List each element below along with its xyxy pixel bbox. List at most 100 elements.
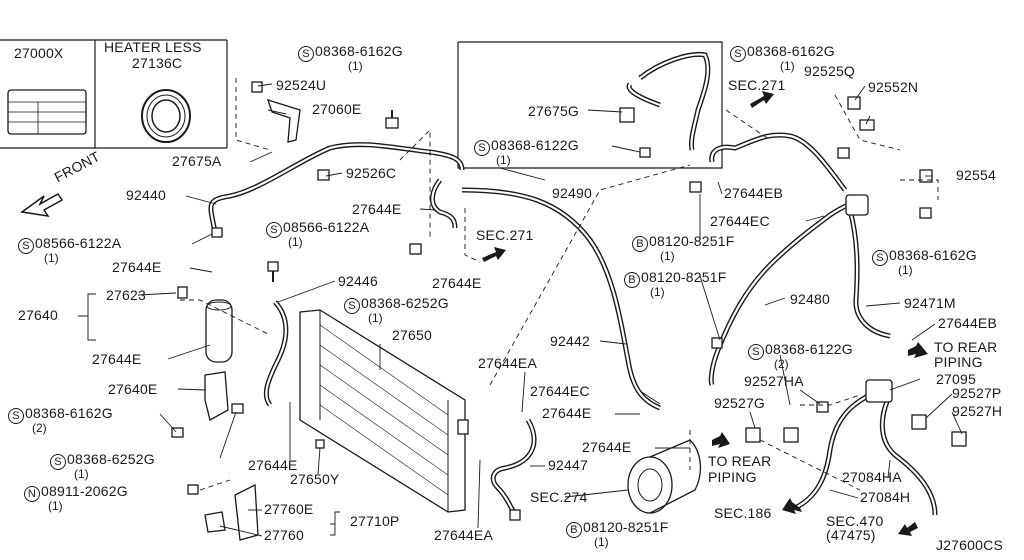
ref-sec274: SEC.274 [530, 489, 588, 505]
ref-to-rear-right-2: PIPING [934, 354, 983, 370]
fastener-qty: (1) [780, 59, 795, 73]
part-27644e-cond: 27644E [248, 457, 298, 473]
part-92526c: 92526C [346, 165, 397, 181]
compressor-icon [627, 439, 702, 514]
part-92524u: 92524U [276, 77, 327, 93]
part-27650: 27650 [392, 327, 432, 343]
part-27710p: 27710P [350, 513, 400, 529]
fastener-qty: (1) [660, 249, 675, 263]
part-27084h: 27084H [860, 489, 911, 505]
fastener-qty: (1) [496, 153, 511, 167]
bolts [171, 110, 932, 521]
part-27644e-mid: 27644E [432, 275, 482, 291]
part-27640e: 27640E [108, 381, 158, 397]
part-92446: 92446 [338, 273, 378, 289]
fastener-code-icon: S [748, 344, 764, 360]
heater-less-part: 27136C [132, 55, 183, 71]
part-27644ec-lower: 27644EC [530, 383, 590, 399]
ref-sec186: SEC.186 [714, 505, 772, 521]
fastener-qty: (1) [288, 235, 303, 249]
pipe-27084h [793, 392, 872, 511]
label-sticker-icon [7, 89, 87, 135]
bracket-27760e [204, 483, 259, 541]
pipe-92442 [461, 187, 662, 411]
part-92527ha: 92527HA [744, 373, 804, 389]
fastener-qty: (1) [74, 467, 89, 481]
part-27644eb-upper: 27644EB [724, 185, 784, 201]
part-27650y: 27650Y [290, 471, 340, 487]
ref-arrows [482, 91, 928, 536]
fastener-qty: (2) [32, 421, 47, 435]
part-27095: 27095 [936, 371, 976, 387]
part-27644ea-upper: 27644EA [478, 355, 538, 371]
part-92552n: 92552N [868, 79, 919, 95]
ref-sec271-right: SEC.271 [728, 77, 786, 93]
ref-sec470-sub: (47475) [826, 527, 876, 543]
part-27084ha: 27084HA [842, 469, 902, 485]
ref-sec271-left: SEC.271 [476, 227, 534, 243]
fastener-code-icon: S [18, 238, 34, 254]
fastener-qty: (1) [650, 285, 665, 299]
heater-less-title: HEATER LESS [104, 39, 202, 55]
receiver-drier-27640 [205, 299, 233, 363]
part-92490: 92490 [552, 185, 592, 201]
pipe-27644e-center [430, 178, 458, 229]
grommet-icon [141, 89, 191, 143]
front-arrow-icon [20, 193, 64, 218]
fastener-code-icon: S [872, 250, 888, 266]
fastener-code-icon: S [298, 46, 314, 62]
part-27760e: 27760E [264, 501, 314, 517]
fastener-qty: (1) [368, 311, 383, 325]
fastener-code-icon: B [566, 522, 582, 538]
pipe-92490 [626, 51, 711, 151]
fastener-code-icon: S [730, 46, 746, 62]
part-27675a: 27675A [172, 153, 222, 169]
part-92447: 92447 [548, 457, 588, 473]
part-27675g: 27675G [528, 103, 580, 119]
ref-sec470: SEC.470 [826, 513, 884, 529]
part-27623: 27623 [106, 287, 146, 303]
part-27644ec-upper: 27644EC [710, 213, 770, 229]
fastener-qty: (1) [898, 263, 913, 277]
leader-lines [78, 83, 963, 537]
valve-block-27095 [845, 194, 893, 403]
fastener-code-icon: S [344, 298, 360, 314]
pipe-27084ha [879, 393, 938, 516]
fastener-qty: (1) [348, 59, 363, 73]
label-box-part: 27000X [14, 45, 64, 61]
fastener-code-icon: B [632, 236, 648, 252]
condenser-27650 [299, 309, 466, 513]
part-27644e-drier: 27644E [92, 351, 142, 367]
fastener-code-icon: N [24, 486, 40, 502]
fastener-qty: (1) [48, 499, 63, 513]
fastener-code-icon: S [50, 454, 66, 470]
fastener-code-icon: B [624, 272, 640, 288]
ref-to-rear-left-1: TO REAR [708, 453, 772, 469]
pipe-92446 [263, 300, 289, 407]
part-92527g: 92527G [714, 395, 766, 411]
fastener-code-icon: S [266, 222, 282, 238]
part-92442: 92442 [550, 333, 590, 349]
inset-frame [457, 41, 723, 181]
label-box-frame [0, 39, 228, 149]
pipe-92440 [208, 142, 465, 233]
part-27644ea-lower: 27644EA [434, 527, 494, 543]
fastener-qty: (1) [44, 251, 59, 265]
part-92527h: 92527H [952, 403, 1003, 419]
part-92527p: 92527P [952, 385, 1002, 401]
fastener-qty: (1) [594, 535, 609, 549]
fastener-code-icon: S [8, 408, 24, 424]
